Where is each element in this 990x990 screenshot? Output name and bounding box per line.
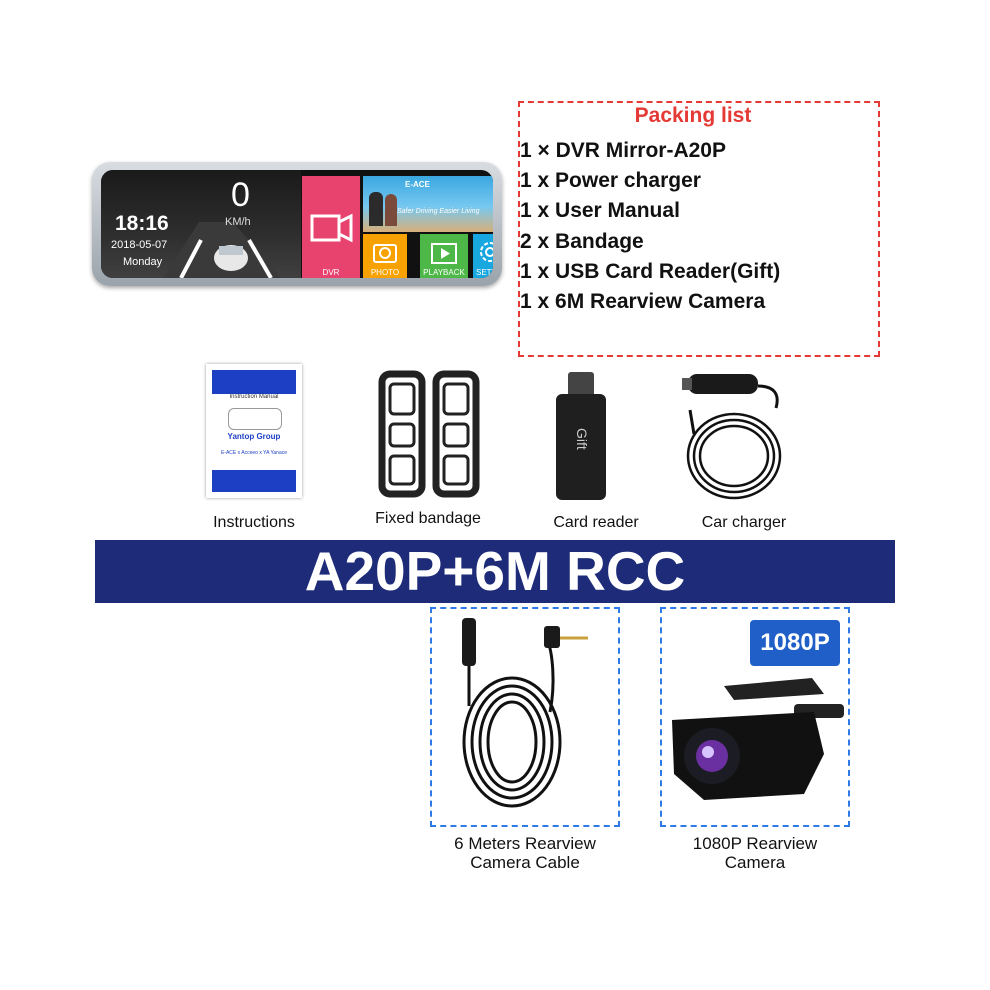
gear-icon	[480, 242, 493, 262]
instruction-manual-image: Instruction Manual Yantop Group E-ACE x …	[206, 364, 302, 498]
resolution-badge: 1080P	[750, 620, 840, 666]
speed-readout: 0	[231, 176, 250, 214]
rearview-camera-image	[672, 678, 844, 800]
cable-label-line2: Camera Cable	[470, 853, 580, 872]
photo-tile[interactable]: PHOTO	[363, 234, 407, 278]
camera-label-line2: Camera	[724, 853, 786, 872]
packing-list-item: 1 x User Manual	[520, 199, 680, 222]
camera-frame	[660, 607, 850, 827]
instructions-label: Instructions	[213, 514, 295, 531]
cable-label-line1: 6 Meters Rearview	[454, 834, 596, 853]
film-play-icon	[431, 243, 457, 264]
road-lines-graphic	[163, 222, 281, 278]
video-camera-icon	[310, 213, 353, 243]
clock-date: 2018-05-07	[111, 239, 168, 251]
camera-label-line1: 1080P Rearview	[692, 834, 818, 853]
dvr-tile-label: DVR	[322, 268, 340, 277]
card-reader-gift-text: Gift	[574, 428, 590, 450]
packing-list-item: 1 × DVR Mirror-A20P	[520, 139, 726, 162]
car-charger-image	[682, 374, 782, 500]
car-charger-label: Car charger	[701, 514, 787, 531]
model-banner-title: A20P+6M RCC	[304, 540, 686, 602]
packing-list-item: 1 x USB Card Reader(Gift)	[520, 260, 781, 283]
settings-tile[interactable]: SETTI	[473, 234, 493, 278]
card-reader-label: Card reader	[553, 514, 639, 531]
brand-logo-text: E-ACE	[405, 180, 430, 189]
photo-caption: Safer Driving Easier Living	[397, 208, 480, 215]
packing-list-title: Packing list	[634, 104, 752, 127]
playback-tile[interactable]: PLAYBACK	[420, 234, 468, 278]
dvr-mirror-screen: 0 KM/h 18:16 2018-05-07 Monday DVR E-ACE…	[101, 170, 493, 278]
photo-preview: E-ACE Safer Driving Easier Living	[363, 176, 493, 232]
packing-list-item: 1 x 6M Rearview Camera	[520, 290, 766, 313]
playback-tile-label: PLAYBACK	[423, 268, 465, 277]
cable-frame	[430, 607, 620, 827]
clock-day: Monday	[123, 256, 163, 268]
card-reader-image: Gift	[556, 372, 606, 500]
manual-brand-logos: E-ACE x Acceeo x YA Yanace	[220, 450, 288, 456]
manual-group-name: Yantop Group	[227, 432, 281, 441]
packing-list-item: 2 x Bandage	[520, 230, 644, 253]
photo-tile-label: PHOTO	[370, 268, 400, 277]
rearview-cable-image	[462, 618, 588, 808]
road-view: 0 KM/h 18:16 2018-05-07 Monday	[101, 170, 301, 278]
clock-time: 18:16	[115, 212, 169, 235]
camera-icon	[373, 244, 397, 263]
packing-list-item: 1 x Power charger	[520, 169, 701, 192]
fixed-bandage-label: Fixed bandage	[375, 510, 481, 527]
fixed-bandage-image	[378, 370, 480, 498]
dvr-tile[interactable]: DVR	[302, 176, 360, 278]
person-silhouette	[385, 194, 397, 226]
manual-cover-title: Instruction Manual	[229, 394, 279, 400]
settings-tile-label: SETTI	[476, 268, 493, 277]
person-silhouette	[369, 192, 383, 226]
model-banner	[95, 540, 895, 603]
packing-list-box	[518, 101, 880, 357]
speed-unit: KM/h	[225, 216, 251, 228]
